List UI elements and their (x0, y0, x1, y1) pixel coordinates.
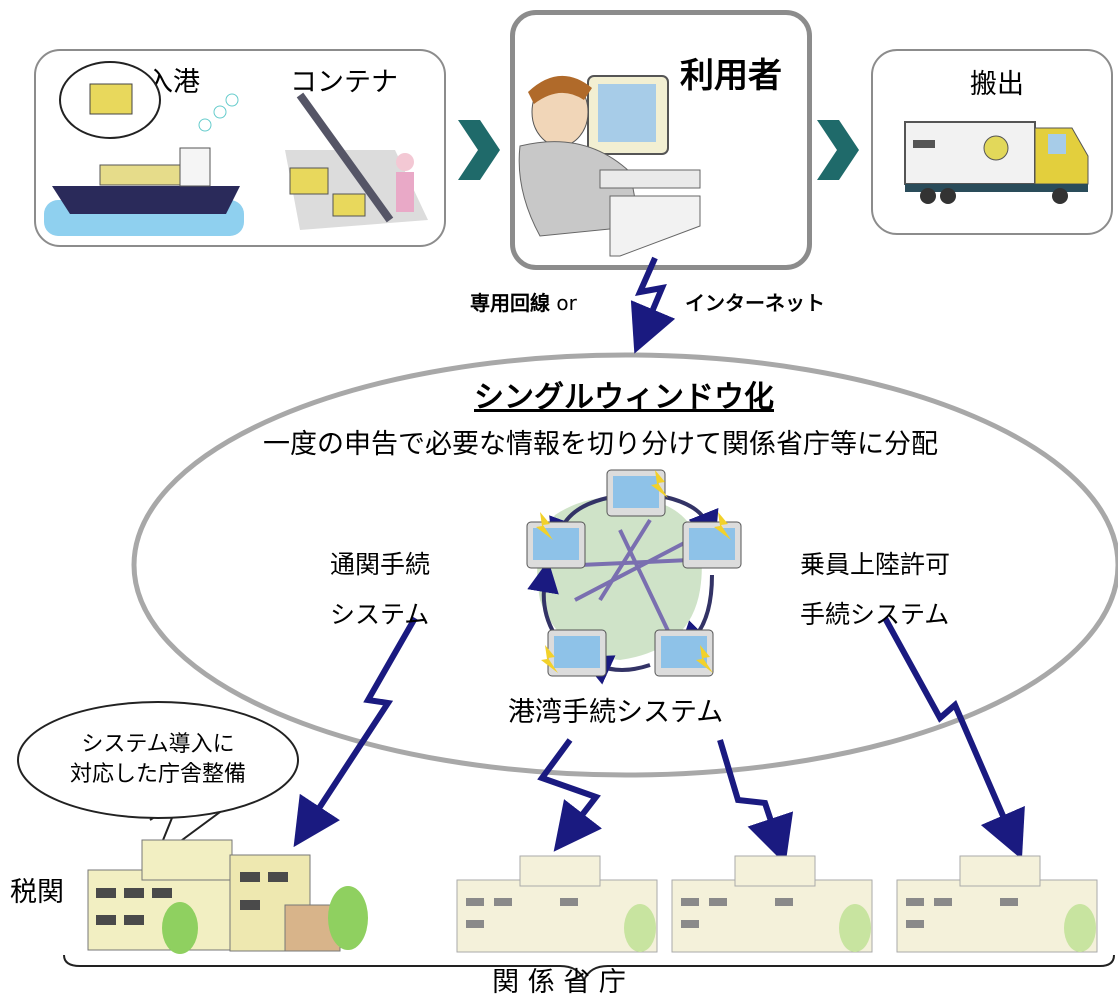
ministry-arrow-1 (537, 738, 602, 852)
connection-label: 専用回線 or (470, 287, 577, 316)
carry-out-label: 搬出 (970, 69, 1024, 100)
chevron-right-icon (458, 120, 500, 180)
connection-arrow (630, 256, 676, 354)
customs-label: 税関 (10, 877, 64, 908)
dedicated-line-text: 専用回線 (470, 291, 550, 315)
or-text: or (556, 291, 577, 315)
crane-illustration (285, 92, 428, 230)
ministry-arrow-3 (882, 616, 1025, 860)
ministries-label: 関 係 省 庁 (492, 967, 626, 998)
customs-system-label: 通関手続 システム (330, 550, 431, 629)
single-window-subtitle: 一度の申告で必要な情報を切り分けて関係省庁等に分配 (263, 429, 938, 460)
computer-user-illustration (518, 75, 701, 257)
customs-arrow (293, 616, 418, 848)
user-label: 利用者 (680, 56, 782, 96)
single-window-ellipse (131, 352, 1118, 778)
internet-text: インターネット (685, 291, 825, 315)
ministries-brace (63, 954, 1115, 983)
crew-system-label: 乗員上陸許可 手続システム (800, 550, 951, 629)
ministry-building-1 (456, 855, 658, 953)
ministry-arrow-2 (717, 739, 794, 865)
ministry-building-2 (671, 855, 873, 953)
truck-illustration (904, 121, 1089, 204)
ship-illustration (44, 61, 244, 236)
network-illustration (526, 469, 742, 685)
single-window-title: シングルウィンドウ化 (474, 380, 774, 415)
bubble-text: システム導入に 対応した庁舎整備 (69, 732, 246, 787)
chevron-right-icon (817, 120, 859, 180)
customs-building (87, 839, 368, 954)
port-system-label: 港湾手続システム (508, 697, 724, 728)
ministry-building-3 (896, 855, 1098, 953)
container-label: コンテナ (290, 67, 398, 98)
